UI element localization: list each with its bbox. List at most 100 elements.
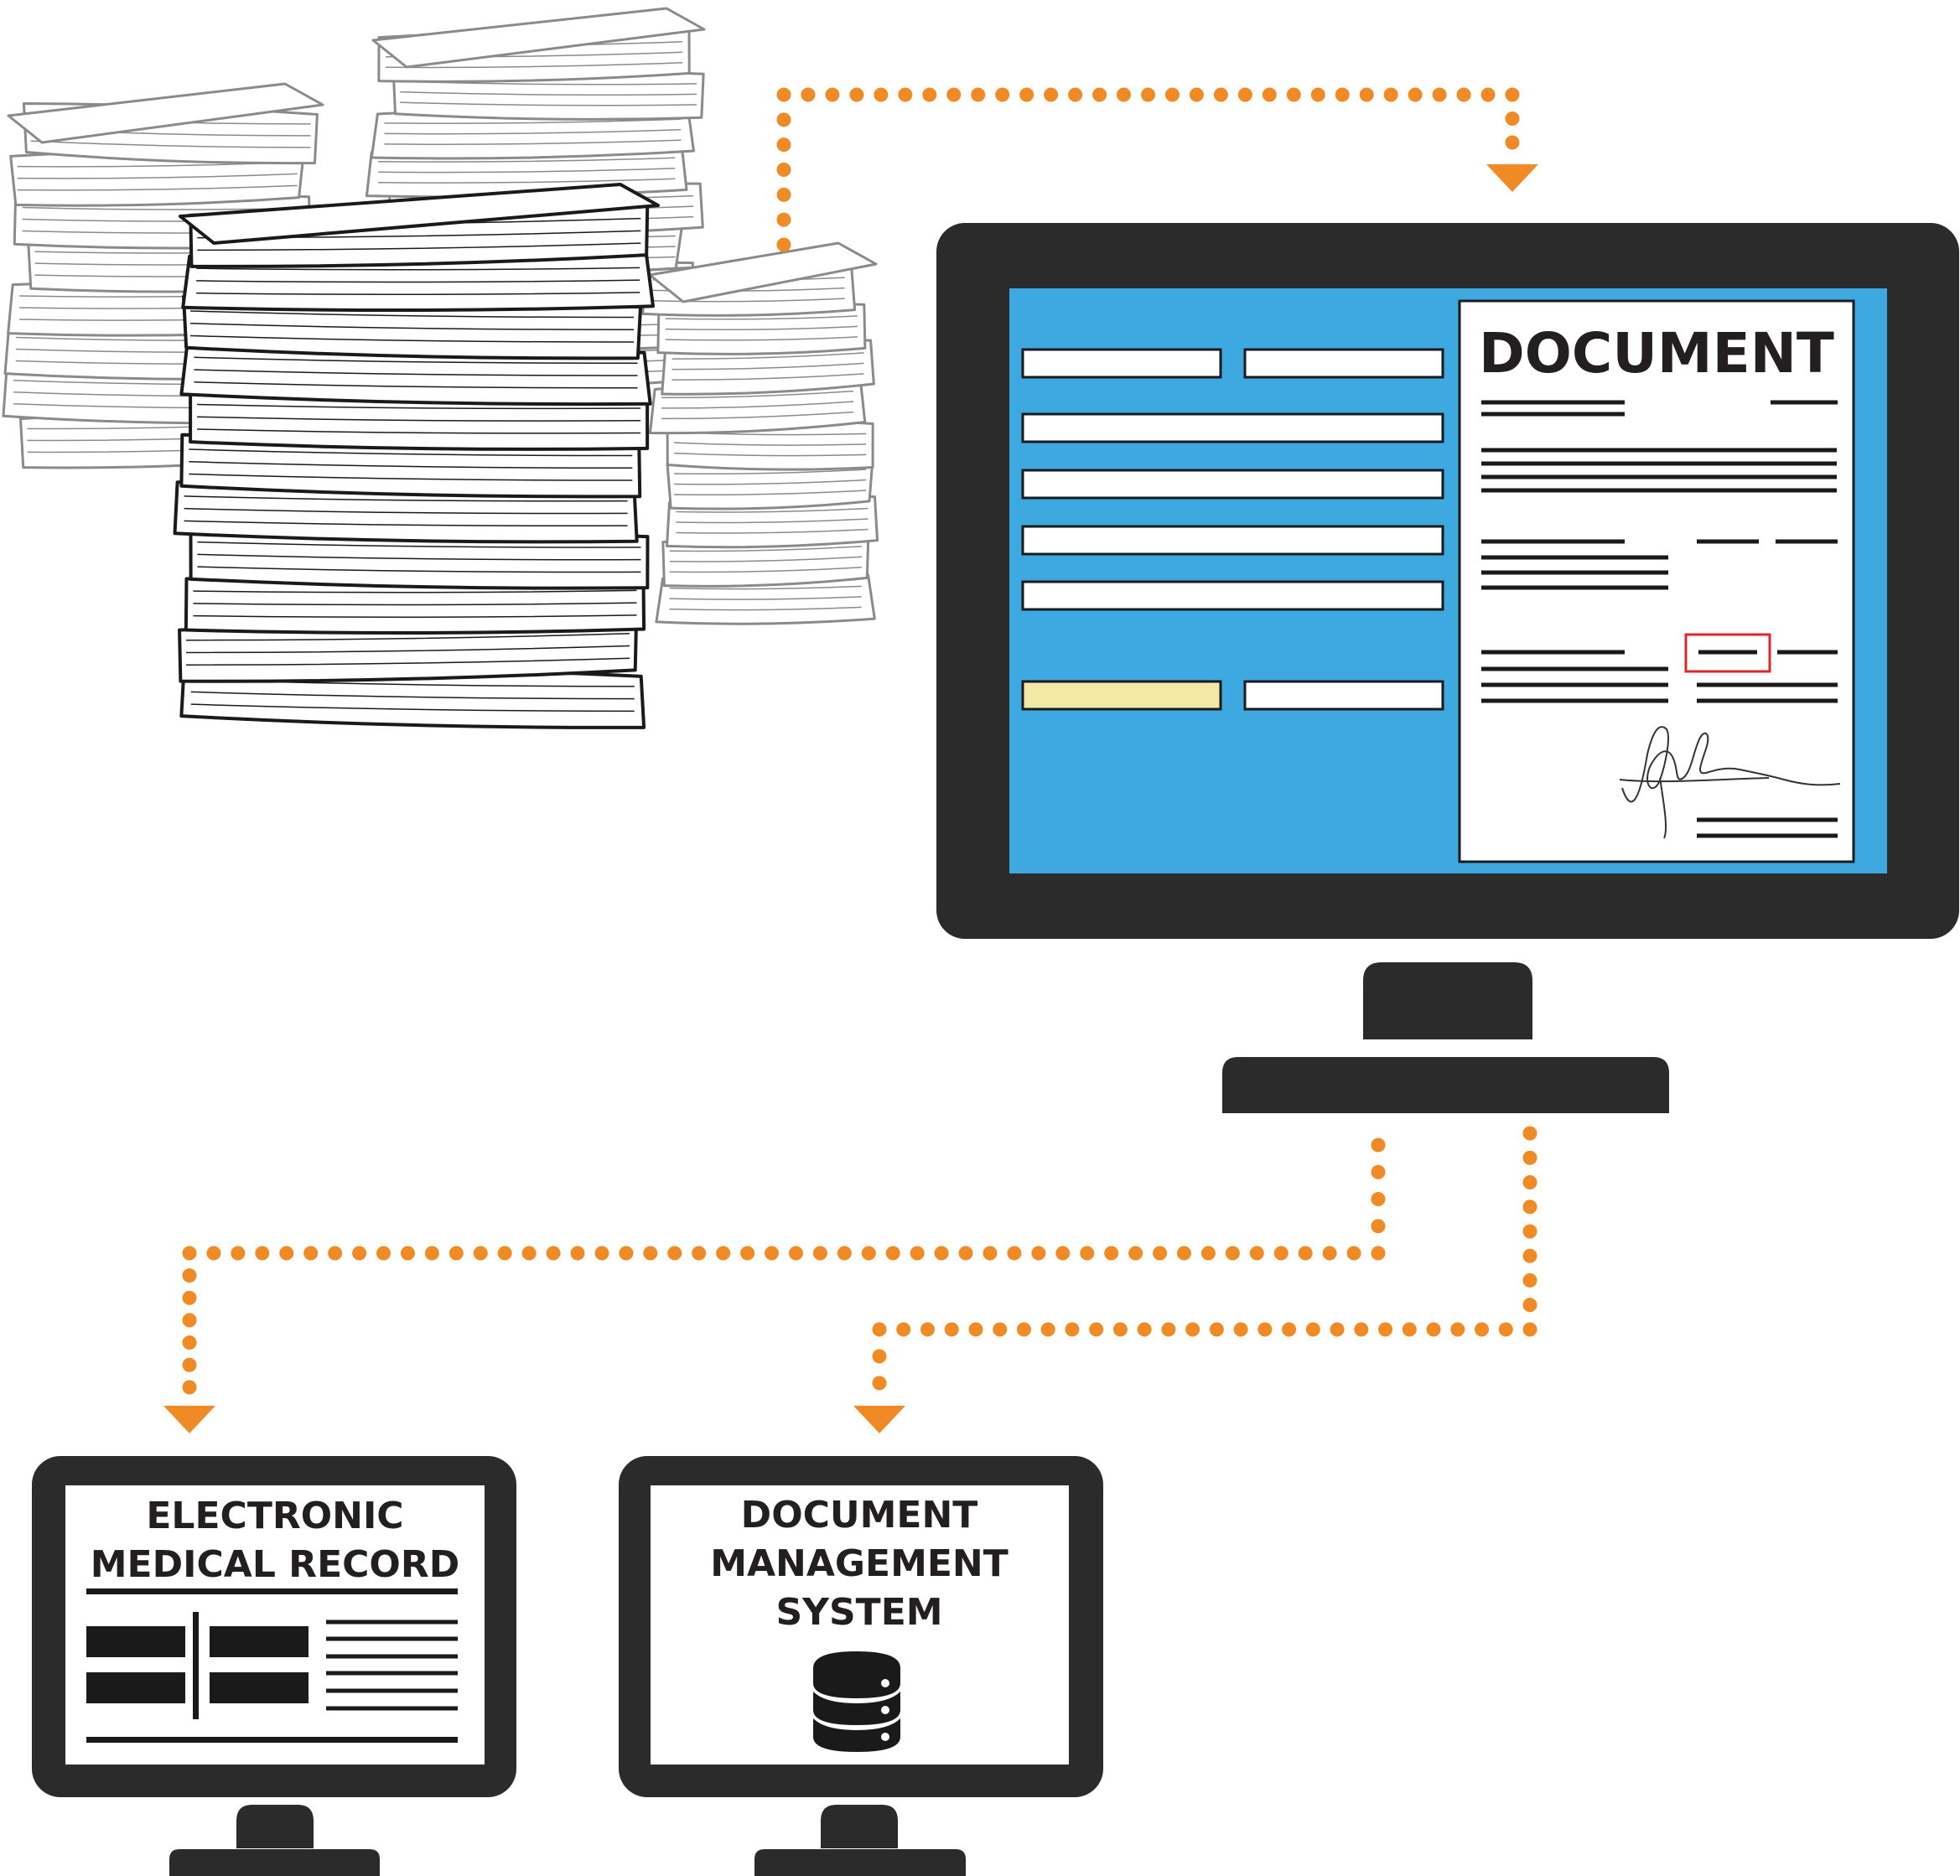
- emr-record-layout: [86, 1588, 458, 1743]
- emr-monitor-neck: [236, 1805, 314, 1848]
- connector-dot: [1176, 1246, 1191, 1261]
- connector-dot: [1450, 1322, 1465, 1337]
- connector-dot: [788, 1246, 803, 1261]
- paper-edge-line: [194, 369, 638, 376]
- paper-edge-line: [17, 184, 298, 191]
- emr-text-lines: [326, 1619, 458, 1711]
- connector-dot: [1044, 87, 1059, 102]
- connector-dot: [1286, 87, 1301, 102]
- connector-dot: [1346, 1246, 1361, 1261]
- paper-edge-line: [671, 362, 864, 371]
- emr-monitor: ELECTRONIC MEDICAL RECORD: [32, 1456, 516, 1876]
- paper-edge-line: [184, 495, 628, 502]
- paper-edge-line: [193, 602, 637, 606]
- connector-dot: [1354, 1322, 1369, 1337]
- connector-dot: [1137, 1322, 1152, 1337]
- connector-dot: [667, 1246, 682, 1261]
- paper-edge-line: [197, 403, 641, 410]
- connector-dot: [255, 1246, 270, 1261]
- dotted-connectors: [163, 87, 1538, 1433]
- connector-dot: [1383, 87, 1398, 102]
- paper-edge-line: [194, 381, 638, 389]
- main-monitor-neck: [1363, 962, 1532, 1039]
- connector-dot: [944, 1322, 959, 1337]
- connector-dot: [1322, 1246, 1337, 1261]
- connector-dot: [521, 1246, 537, 1261]
- dms-monitor-base: [754, 1849, 966, 1876]
- form-field: [1021, 348, 1222, 379]
- document-text-lines: [1481, 400, 1838, 838]
- connector-dot: [594, 1246, 609, 1261]
- paper-edge-line: [669, 545, 862, 552]
- connector-dot: [1480, 87, 1496, 102]
- paper-edge-line: [661, 401, 854, 409]
- connector-dot: [1522, 1175, 1537, 1189]
- connector-dot: [993, 1322, 1008, 1337]
- connector-dot: [861, 1246, 876, 1261]
- connector-dot: [1505, 135, 1520, 150]
- paper-edge-line: [193, 614, 637, 619]
- paper-edge-line: [194, 356, 638, 365]
- input-form-panel: [1021, 348, 1444, 711]
- connector-dot: [449, 1246, 464, 1261]
- connector-dot: [643, 1246, 658, 1261]
- emr-title-line1: ELECTRONIC: [146, 1495, 403, 1537]
- emr-header-rule: [86, 1588, 458, 1594]
- connector-dot: [922, 87, 937, 102]
- paper-edge-line: [186, 657, 630, 666]
- paper-stack-icon: [2, 7, 879, 729]
- emr-field-block: [86, 1626, 185, 1657]
- connector-dot: [1475, 1322, 1490, 1337]
- paper-edge-line: [197, 242, 641, 251]
- connector-dot: [328, 1246, 343, 1261]
- connector-dot: [376, 1246, 391, 1261]
- connector-dot: [1310, 87, 1325, 102]
- connector-dot: [1249, 1246, 1264, 1261]
- paper-edge-line: [669, 606, 862, 611]
- connector-dot: [1225, 1246, 1240, 1261]
- paper-edge-line: [189, 473, 633, 481]
- paper-edge-line: [384, 139, 682, 145]
- connector-dot: [692, 1246, 707, 1261]
- connector-dot: [1185, 1322, 1200, 1337]
- paper-edge-line: [674, 469, 867, 475]
- paper-edge-line: [400, 101, 697, 106]
- connector-dot: [1080, 1246, 1095, 1261]
- paper-edge-line: [184, 520, 628, 526]
- connector-dot: [776, 137, 791, 153]
- paper-edge-line: [17, 173, 298, 179]
- emr-field-block: [210, 1672, 309, 1703]
- connector-dot: [958, 1246, 973, 1261]
- connector-dot: [872, 1349, 887, 1364]
- connector-dot: [206, 1246, 221, 1261]
- connector-dot: [1522, 1298, 1537, 1313]
- form-field: [1021, 580, 1444, 611]
- form-field: [1021, 680, 1222, 711]
- emr-field-block: [210, 1626, 309, 1657]
- paper-edge-line: [189, 310, 635, 319]
- connector-dot: [1273, 1246, 1289, 1261]
- paper-edge-line: [197, 541, 641, 548]
- connector-dot: [570, 1246, 585, 1261]
- paper-edge-line: [378, 168, 676, 174]
- connector-dot: [1257, 1322, 1273, 1337]
- connector-dot: [968, 1322, 983, 1337]
- connector-dot: [1426, 1322, 1441, 1337]
- connector-dot: [1189, 87, 1204, 102]
- paper-edge-line: [665, 336, 858, 341]
- connector-dot: [1262, 87, 1277, 102]
- connector-dot: [231, 1246, 246, 1261]
- connector-dot: [182, 1268, 197, 1283]
- connector-dot: [1330, 1322, 1345, 1337]
- connector-dot: [1161, 1322, 1176, 1337]
- connector-dot: [1359, 87, 1374, 102]
- connector-dot: [995, 87, 1010, 102]
- connector-dot: [182, 1246, 197, 1261]
- connector-dot: [1371, 1219, 1386, 1234]
- connector-dot: [424, 1246, 439, 1261]
- connector-dot: [776, 187, 791, 202]
- connector-dot: [1112, 1322, 1128, 1337]
- connector-dot: [1456, 87, 1471, 102]
- dms-title-line2: MANAGEMENT: [710, 1542, 1009, 1585]
